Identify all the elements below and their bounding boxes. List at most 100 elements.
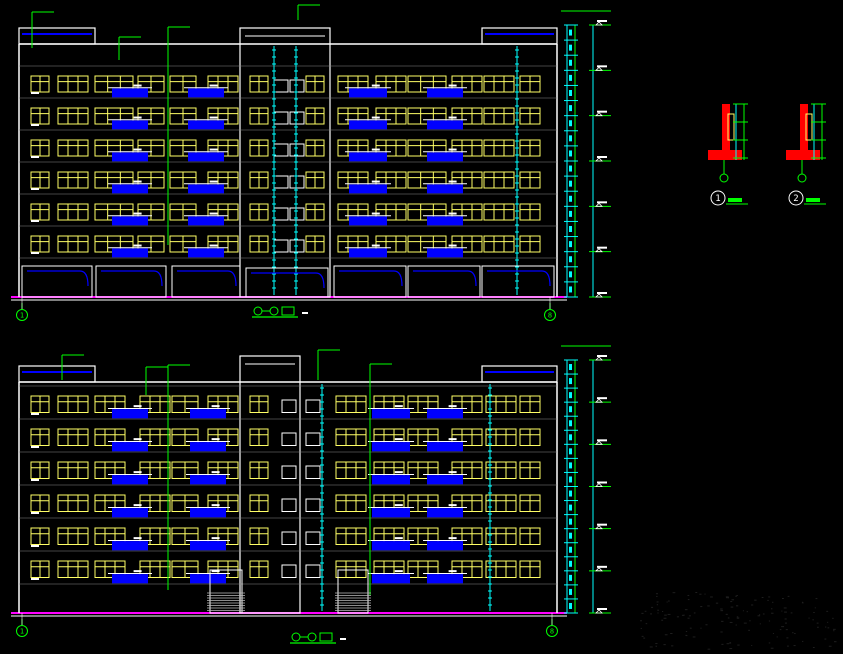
window-frame <box>139 428 171 446</box>
window-frame <box>375 139 407 157</box>
window <box>169 171 197 189</box>
annotation-mark <box>209 180 218 183</box>
window <box>519 560 541 578</box>
balcony-rail <box>112 248 148 258</box>
window <box>30 171 50 189</box>
level-text <box>597 156 607 158</box>
hatch-speck <box>689 627 692 629</box>
hatch-speck <box>707 648 711 650</box>
annotation-mark <box>448 244 457 247</box>
hatch-speck <box>641 612 644 614</box>
dim-text <box>569 574 572 581</box>
scale-text <box>302 312 308 314</box>
detail-number-circle <box>788 190 804 206</box>
balcony-rail <box>190 442 226 452</box>
level-text <box>597 246 607 249</box>
hatch-speck <box>762 613 765 615</box>
hatch-speck <box>742 610 744 612</box>
window-frame <box>483 203 515 221</box>
annotation-mark <box>394 405 403 408</box>
hatch-speck <box>730 601 733 603</box>
hatch-speck <box>676 616 679 618</box>
annotation-mark <box>371 180 380 183</box>
hatch-speck <box>787 595 790 597</box>
hatch-speck <box>725 596 729 598</box>
window <box>94 560 126 578</box>
window-frame <box>483 139 515 157</box>
hatch-speck <box>656 601 659 603</box>
parapet <box>18 365 96 383</box>
dim-text <box>569 420 572 427</box>
balcony-rail <box>112 216 148 226</box>
window <box>305 139 325 157</box>
hatch-speck <box>827 627 830 629</box>
hatch-speck <box>664 634 668 636</box>
dim-text <box>569 241 572 248</box>
annotation-mark <box>133 438 142 441</box>
axis-label: 8 <box>550 628 554 636</box>
window <box>519 428 541 446</box>
dim-text <box>569 286 572 293</box>
annotation-mark <box>448 148 457 151</box>
balcony-rail <box>427 184 463 194</box>
annotation-mark <box>394 504 403 507</box>
balcony-rail <box>112 541 148 551</box>
balcony-rail <box>372 574 410 584</box>
hatch-speck <box>735 624 737 626</box>
canopy-curve <box>27 270 89 287</box>
level-text <box>597 523 607 526</box>
window-frame <box>57 560 89 578</box>
balcony-rail <box>349 120 387 130</box>
dim-text <box>569 560 572 567</box>
ground-bay <box>21 265 93 298</box>
dim-text <box>569 364 572 371</box>
annotation-mark <box>448 504 457 507</box>
window-frame <box>485 395 517 413</box>
annotation-mark <box>31 92 39 94</box>
annotation-mark <box>133 570 142 573</box>
dim-text <box>569 59 572 66</box>
balcony-rail <box>427 409 463 419</box>
window <box>249 428 269 446</box>
window <box>169 235 197 253</box>
window <box>169 107 197 125</box>
window <box>137 139 165 157</box>
hatch-speck <box>721 643 724 645</box>
hatch-speck <box>645 623 648 625</box>
hatch-speck <box>833 630 835 632</box>
window-frame <box>451 527 483 545</box>
dim-text <box>569 476 572 483</box>
hatch-speck <box>692 636 696 638</box>
annotation-mark <box>31 252 39 254</box>
window-frame <box>57 494 89 512</box>
dim-text <box>569 378 572 385</box>
annotation-mark <box>394 570 403 573</box>
window-frame <box>139 494 171 512</box>
window <box>335 395 367 413</box>
level-text <box>597 397 607 400</box>
level-symbol <box>595 248 603 253</box>
balcony-rail <box>112 475 148 485</box>
window-frame <box>451 560 483 578</box>
annotation-mark <box>133 84 142 87</box>
annotation-mark <box>31 220 39 222</box>
hatch-speck <box>651 606 654 608</box>
window-frame <box>483 235 515 253</box>
stair-window <box>289 207 305 221</box>
parapet <box>481 365 558 383</box>
balcony-rail <box>112 152 148 162</box>
hatch-speck <box>743 622 747 624</box>
hatch-speck <box>783 607 787 609</box>
dim-text <box>569 90 572 96</box>
hatch-speck <box>768 596 771 598</box>
balcony-rail <box>427 120 463 130</box>
window <box>57 527 89 545</box>
window <box>375 75 407 93</box>
window-frame <box>139 527 171 545</box>
window-frame <box>485 494 517 512</box>
hatch-speck <box>833 641 837 643</box>
window <box>519 494 541 512</box>
hatch-speck <box>657 609 660 611</box>
stair-window <box>281 432 297 446</box>
window <box>139 395 171 413</box>
